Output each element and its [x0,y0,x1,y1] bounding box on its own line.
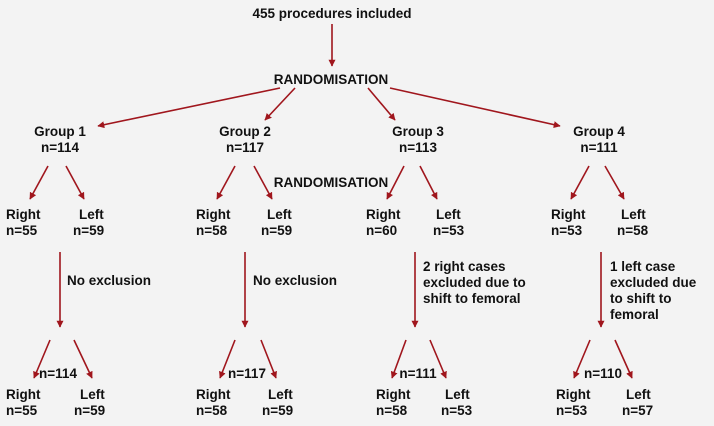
arrow-g1-final-right [33,339,51,379]
arrow-g2-right [216,165,236,200]
arrow-g4-final-left [614,339,633,379]
group-3-name: Group 3 [392,124,444,139]
group-4-right: Right n=53 [551,207,586,239]
group-1-right-n: n=55 [6,223,38,238]
group-1-left-n: n=59 [73,223,105,238]
group-4-final-left: Left n=57 [622,387,653,419]
group-1-right: Right n=55 [6,207,41,239]
arrow-g3-final-right [390,339,407,379]
group-1-n: n=114 [41,140,79,155]
group-3-n: n=113 [399,140,437,155]
group-3-right: Right n=60 [366,207,401,239]
arrow-to-group-1 [97,87,281,129]
group-3-right-label: Right [366,207,401,222]
group-3-box: Group 3 n=113 [392,124,444,156]
group-4-right-label: Right [551,207,586,222]
group-2-final-right-label: Right [196,387,231,402]
group-4-left-n: n=58 [617,223,649,238]
group-1-final-left: Left n=59 [74,387,105,419]
group-3-final-n: n=111 [399,366,437,381]
group-2-exclusion: No exclusion [253,273,338,288]
group-3-exclusion: 2 right cases excluded due to shift to f… [423,259,526,306]
group-4-box: Group 4 n=111 [573,124,625,156]
group-4-final-right-n: n=53 [556,403,588,418]
group-2-n: n=117 [226,140,264,155]
arrow-g2-final-right [219,339,236,379]
group-3-left-label: Left [436,207,461,222]
group-4-final-right: Right n=53 [556,387,591,419]
arrow-g1-left [65,165,85,200]
randomisation-label-2: RANDOMISATION [273,175,389,190]
group-4-final-n: n=110 [584,366,622,381]
group-3-right-n: n=60 [366,223,398,238]
group-3-left: Left n=53 [433,207,464,239]
group-4-right-n: n=53 [551,223,583,238]
group-4-n: n=111 [580,140,618,155]
arrow-to-group-2 [264,87,296,121]
group-4-name: Group 4 [573,124,625,139]
group-2-right: Right n=58 [196,207,231,239]
arrow-g3-left [419,165,438,200]
arrow-g4-right [570,165,590,200]
group-2-final-left-label: Left [268,387,293,402]
arrow-g4-final-right [573,339,591,379]
group-4-final-left-label: Left [626,387,651,402]
group-2-right-n: n=58 [196,223,228,238]
group-1-left-label: Left [79,207,104,222]
group-2-final-right-n: n=58 [196,403,228,418]
group-1-final-left-label: Left [80,387,105,402]
group-1-name: Group 1 [34,124,86,139]
group-2-right-label: Right [196,207,231,222]
group-3-final-right-n: n=58 [376,403,408,418]
group-1-exclusion: No exclusion [67,273,152,288]
group-1-final-n: n=114 [39,366,77,381]
group-2-final-right: Right n=58 [196,387,231,419]
group-2-final-n: n=117 [228,366,266,381]
group-2-final-left: Left n=59 [262,387,293,419]
group-1-box: Group 1 n=114 [34,124,86,156]
group-1-left: Left n=59 [73,207,104,239]
group-3-final-right-label: Right [376,387,411,402]
group-4-left-label: Left [621,207,646,222]
group-1-final-left-n: n=59 [74,403,106,418]
group-2-left-n: n=59 [261,223,293,238]
group-3-left-n: n=53 [433,223,465,238]
group-2-left-label: Left [267,207,292,222]
group-1-final-right-n: n=55 [6,403,38,418]
group-2-box: Group 2 n=117 [219,124,271,156]
arrow-to-group-3 [367,87,396,121]
arrow-to-group-4 [389,87,561,129]
group-1-final-right-label: Right [6,387,41,402]
arrow-g3-final-left [429,339,447,379]
arrow-g2-final-left [260,339,277,379]
group-4-final-left-n: n=57 [622,403,654,418]
group-2-name: Group 2 [219,124,271,139]
group-3-final-left-label: Left [445,387,470,402]
arrow-g2-left [253,165,273,200]
group-3-final-right: Right n=58 [376,387,411,419]
arrow-g4-left [604,165,625,200]
group-1-right-label: Right [6,207,41,222]
randomisation-label: RANDOMISATION [273,72,389,87]
group-3-final-left: Left n=53 [441,387,472,419]
group-4-exclusion: 1 left case excluded due to shift to fem… [610,259,697,322]
total-procedures-label: 455 procedures included [252,6,412,21]
arrow-g1-final-left [73,339,93,379]
group-2-left: Left n=59 [261,207,292,239]
arrow-g3-right [386,165,405,200]
group-4-final-right-label: Right [556,387,591,402]
group-1-final-right: Right n=55 [6,387,41,419]
group-2-final-left-n: n=59 [262,403,294,418]
group-4-left: Left n=58 [617,207,648,239]
arrow-g1-right [29,165,49,200]
group-3-final-left-n: n=53 [441,403,473,418]
